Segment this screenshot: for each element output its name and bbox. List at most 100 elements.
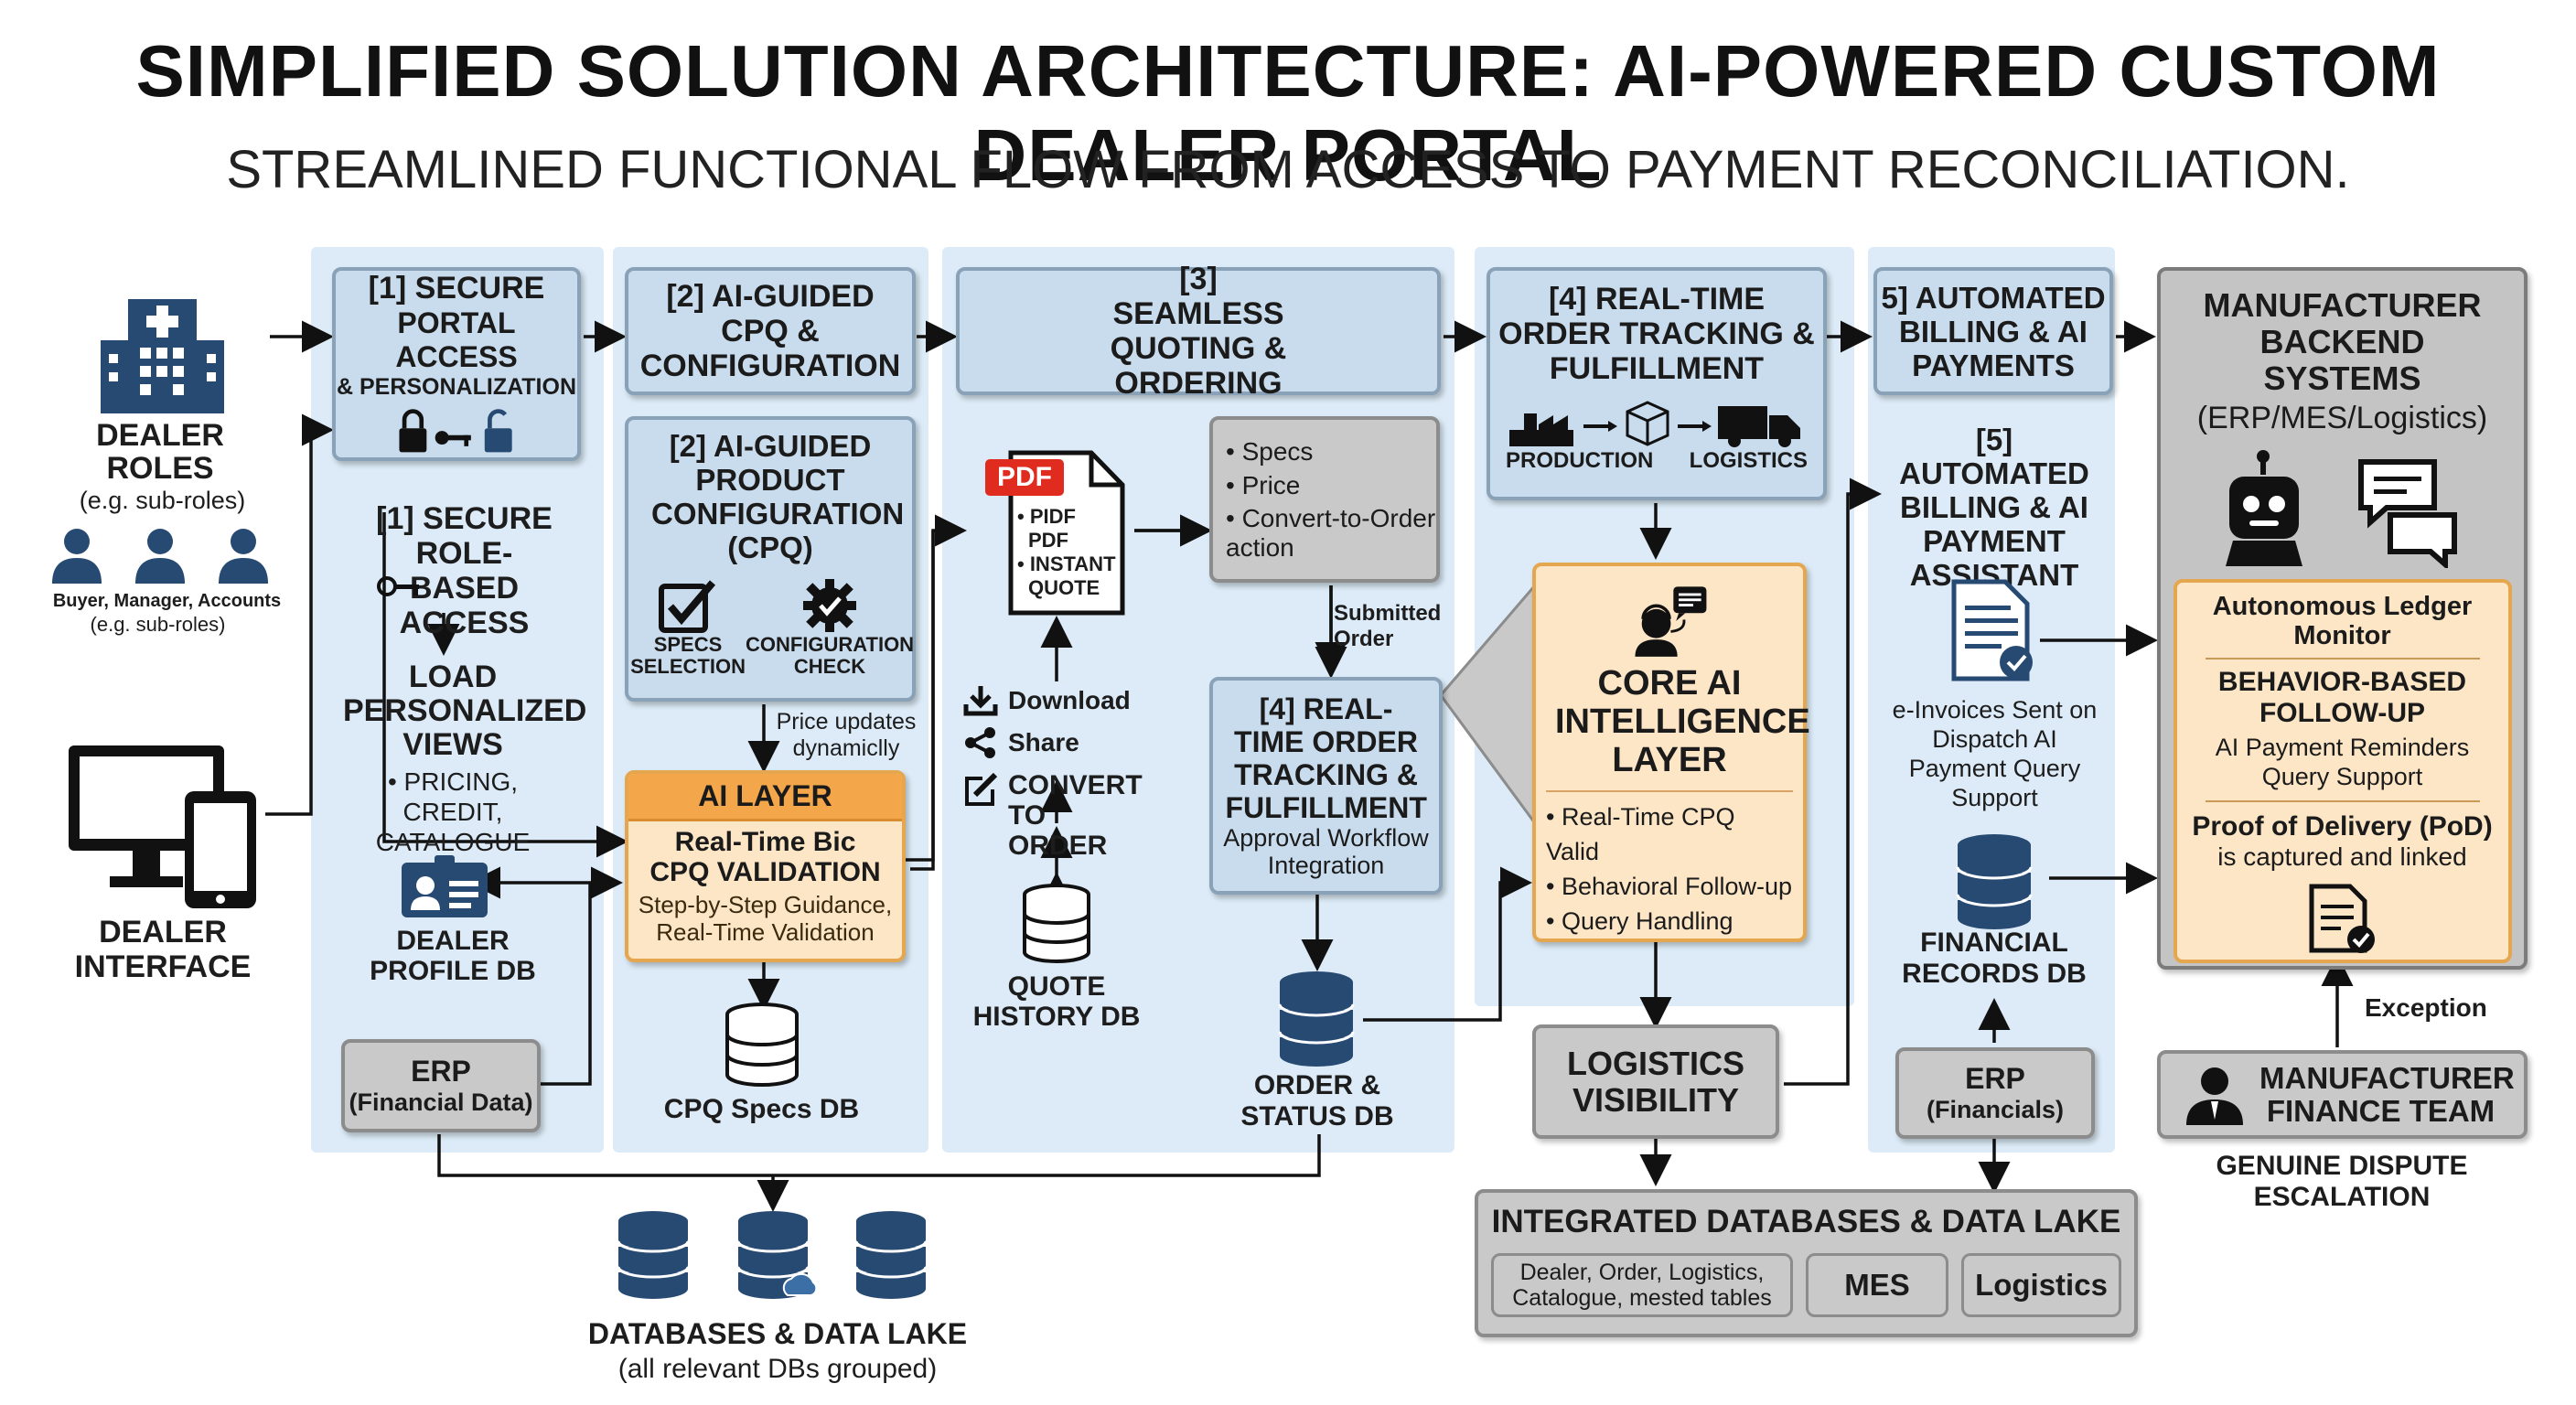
- gear-check-icon: [803, 579, 856, 632]
- monitor-phone-icon: [64, 741, 261, 915]
- integrated-db-box[interactable]: INTEGRATED DATABASES & DATA LAKE Dealer,…: [1475, 1189, 2138, 1337]
- building-icon: [96, 285, 229, 418]
- key-icon: [377, 574, 421, 603]
- core-bullet-1: • Real-Time CPQ Valid: [1546, 803, 1735, 865]
- quoting-header[interactable]: [3] SEAMLESS QUOTING & ORDERING: [956, 262, 1441, 401]
- dealer-interface-label: DEALER INTERFACE: [74, 915, 252, 984]
- download-label[interactable]: Download: [1008, 686, 1131, 714]
- ledger-monitor-box[interactable]: Autonomous Ledger Monitor BEHAVIOR-BASED…: [2173, 579, 2512, 963]
- page-subtitle: STREAMLINED FUNCTIONAL FLOW FROM ACCESS …: [226, 140, 2350, 199]
- dealer-tables-box[interactable]: Dealer, Order, Logistics, Catalogue, mes…: [1491, 1253, 1793, 1317]
- payment-assistant-title: [5] AUTOMATED BILLING & AI PAYMENT ASSIS…: [1899, 423, 2089, 592]
- cpq-specs-db-icon: [723, 1002, 801, 1094]
- erp-financials-title: ERP: [1965, 1062, 2025, 1095]
- dealer-tables-label: Dealer, Order, Logistics, Catalogue, mes…: [1512, 1260, 1772, 1311]
- ledger-title: Autonomous Ledger Monitor: [2212, 592, 2473, 650]
- specs-price-box[interactable]: • Specs • Price • Convert-to-Order actio…: [1209, 416, 1440, 583]
- price-item: • Price: [1226, 471, 1301, 499]
- production-label: PRODUCTION: [1506, 448, 1654, 473]
- id-card-icon: [400, 855, 489, 924]
- price-updates-note: Price updates dynamiclly: [776, 709, 917, 761]
- order-status-db: ORDER & STATUS DB: [1240, 1070, 1394, 1132]
- cpq-config-title: [2] AI-GUIDED PRODUCT CONFIGURATION (CPQ…: [651, 429, 905, 564]
- pdf-line-1: • PIDF: [1017, 505, 1076, 528]
- convert-to-order[interactable]: CONVERT TO ORDER: [1008, 770, 1143, 861]
- erp-financials-box[interactable]: ERP (Financials): [1895, 1047, 2095, 1139]
- core-bullet-2: • Behavioral Follow-up: [1546, 873, 1793, 900]
- erp-financial-box[interactable]: ERP (Financial Data): [341, 1039, 541, 1132]
- pod-sub: is captured and linked: [2217, 842, 2467, 871]
- share-icon[interactable]: [962, 726, 999, 764]
- ai-layer-box[interactable]: AI LAYER Real-Time Bic CPQ VALIDATION St…: [625, 770, 906, 962]
- role-names: Buyer, Manager, Accounts: [52, 591, 282, 611]
- core-ai-bullets: • Real-Time CPQ Valid • Behavioral Follo…: [1546, 790, 1793, 938]
- load-personalized-views: LOAD PERSONALIZED VIEWS: [343, 660, 587, 762]
- order-status-db-icon: [1276, 970, 1357, 1073]
- tracking-box-small[interactable]: [4] REAL-TIME ORDER TRACKING & FULFILLME…: [1209, 677, 1443, 895]
- role-names-sub: (e.g. sub-roles): [90, 613, 226, 636]
- integrated-db-items: Dealer, Order, Logistics, Catalogue, mes…: [1491, 1253, 2121, 1317]
- configuration-check-item: CONFIGURATION CHECK: [746, 577, 914, 678]
- ledger-divider: [2205, 658, 2480, 660]
- finance-team-box[interactable]: MANUFACTURER FINANCE TEAM: [2157, 1050, 2528, 1139]
- production-logistics-icons: [1509, 401, 1800, 447]
- finance-team-label: MANUFACTURER FINANCE TEAM: [2259, 1060, 2515, 1128]
- secure-access-l3: & PERSONALIZATION: [336, 374, 577, 400]
- logistics-visibility-label: LOGISTICS VISIBILITY: [1566, 1044, 1744, 1119]
- behavior-title: BEHAVIOR-BASED FOLLOW-UP: [2217, 667, 2467, 728]
- core-bullet-3: • Query Handling: [1546, 907, 1733, 935]
- erp-financial-sub: (Financial Data): [349, 1089, 533, 1116]
- tracking-small-sub: Approval Workflow Integration: [1223, 824, 1429, 879]
- ai-guidance: Step-by-Step Guidance, Real-Time Validat…: [638, 891, 893, 946]
- document-check-icon: [2309, 884, 2375, 953]
- billing-header[interactable]: 5] AUTOMATED BILLING & AI PAYMENTS: [1873, 267, 2113, 395]
- edit-icon[interactable]: [962, 772, 999, 812]
- logistics-label: Logistics: [1975, 1268, 2108, 1302]
- logistics-box[interactable]: Logistics: [1961, 1253, 2121, 1317]
- erp-financials-sub: (Financials): [1926, 1096, 2065, 1123]
- quote-history-db: QUOTE HISTORY DB: [972, 971, 1141, 1032]
- data-lake-db-icon-1: [615, 1209, 692, 1305]
- share-label[interactable]: Share: [1008, 728, 1079, 756]
- dealer-profile-db: DEALER PROFILE DB: [370, 926, 536, 986]
- erp-financial-title: ERP: [411, 1055, 471, 1088]
- data-lake-db-icon-2: [735, 1209, 818, 1305]
- dealer-roles-label: DEALER ROLES: [96, 418, 224, 486]
- financial-records-db-icon: [1954, 832, 2034, 936]
- logistics-visibility-box[interactable]: LOGISTICS VISIBILITY: [1532, 1024, 1779, 1139]
- data-lake-db-icon-3: [853, 1209, 929, 1305]
- integrated-db-title: INTEGRATED DATABASES & DATA LAKE: [1491, 1204, 2121, 1239]
- page-title: SIMPLIFIED SOLUTION ARCHITECTURE: AI-POW…: [135, 30, 2441, 196]
- invoice-icon: [1950, 578, 2037, 688]
- cpq-specs-db: CPQ Specs DB: [663, 1094, 860, 1124]
- role-based-access: [1] SECURE ROLE-BASED ACCESS: [376, 501, 553, 640]
- tracking-small-title: [4] REAL-TIME ORDER TRACKING & FULFILLME…: [1225, 692, 1427, 824]
- cpq-header[interactable]: [2] AI-GUIDED CPQ & CONFIGURATION: [625, 267, 916, 395]
- lock-key-icon: [399, 409, 512, 453]
- pod-title: Proof of Delivery (PoD): [2192, 811, 2493, 842]
- billing-header-label: 5] AUTOMATED BILLING & AI PAYMENTS: [1881, 280, 2106, 382]
- fulfillment-header-label: [4] REAL-TIME ORDER TRACKING & FULFILLME…: [1498, 282, 1815, 386]
- ai-validation: Real-Time Bic CPQ VALIDATION: [649, 827, 881, 887]
- cpq-icons-row: SPECS SELECTION CONFIGURATION CHECK: [628, 577, 914, 678]
- exception-label: Exception: [2365, 993, 2487, 1022]
- backend-systems-box[interactable]: MANUFACTURER BACKEND SYSTEMS (ERP/MES/Lo…: [2157, 267, 2528, 970]
- quote-history-db-icon: [1020, 883, 1093, 971]
- download-icon[interactable]: [962, 684, 999, 722]
- cpq-header-label: [2] AI-GUIDED CPQ & CONFIGURATION: [639, 279, 901, 383]
- reminders-text: AI Payment Reminders Query Support: [2215, 734, 2470, 790]
- specs-item: • Specs: [1226, 437, 1314, 466]
- secure-access-header[interactable]: [1] SECURE PORTAL ACCESS & PERSONALIZATI…: [332, 267, 581, 461]
- mes-box[interactable]: MES: [1806, 1253, 1948, 1317]
- pdf-badge: PDF: [997, 462, 1052, 492]
- pdf-line-4: QUOTE: [1028, 576, 1100, 599]
- configuration-check-label: CONFIGURATION CHECK: [745, 633, 915, 678]
- ai-layer-head: AI LAYER: [628, 774, 902, 821]
- core-ai-box[interactable]: CORE AI INTELLIGENCE LAYER • Real-Time C…: [1532, 563, 1810, 942]
- pdf-document-icon: [983, 448, 1130, 622]
- financial-records-db: FINANCIAL RECORDS DB: [1902, 928, 2087, 989]
- cpq-config-box[interactable]: [2] AI-GUIDED PRODUCT CONFIGURATION (CPQ…: [625, 416, 916, 702]
- secure-access-l1: [1] SECURE: [368, 271, 545, 306]
- fulfillment-header[interactable]: [4] REAL-TIME ORDER TRACKING & FULFILLME…: [1487, 267, 1827, 500]
